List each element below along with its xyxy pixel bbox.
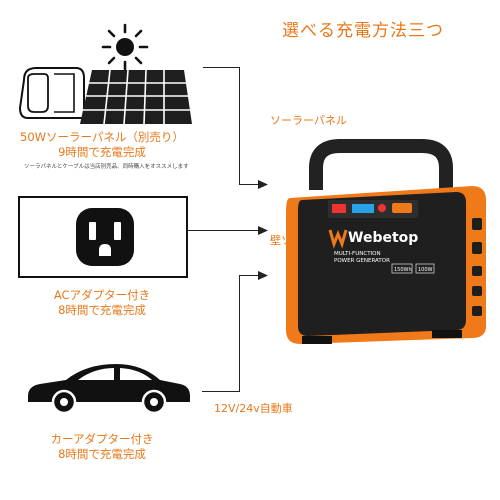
ac-caption-title: ACアダプター付き	[53, 288, 151, 302]
car-arrow-icon	[258, 271, 268, 280]
car-connector-v	[239, 275, 240, 392]
ac-arrow-icon	[258, 226, 268, 235]
solar-panel-icon	[18, 67, 192, 125]
solar-connector-label: ソーラーパネル	[270, 114, 347, 127]
device-spec-capacity: 150Wh	[394, 267, 412, 273]
car-caption-time: 8時間で充電完成	[58, 447, 146, 461]
solar-connector-h2	[239, 184, 259, 185]
solar-connector-h	[203, 67, 240, 68]
page-title: 選べる充電方法三つ	[282, 21, 444, 41]
car-caption-title: カーアダプター付き	[50, 432, 154, 446]
car-connector-h2	[239, 275, 259, 276]
car-connector-label: 12V/24v自動車	[214, 402, 293, 415]
ac-caption-time: 8時間で充電完成	[58, 303, 146, 317]
power-station-icon: Webetop MULTI-FUNCTION POWER GENERATOR 1…	[286, 139, 486, 344]
sun-icon	[101, 23, 149, 71]
device-subtitle-2: POWER GENERATOR	[334, 258, 390, 264]
solar-note: ソーラパネルとケーブルは当店別売品、同時購入をオススメします	[24, 164, 189, 170]
solar-caption-title: 50Wソーラーパネル（別売り）	[20, 130, 184, 144]
car-connector-h	[202, 391, 239, 392]
wall-socket-frame	[18, 196, 188, 278]
wall-socket-icon	[76, 208, 134, 266]
device-subtitle-1: MULTI-FUNCTION	[334, 251, 381, 257]
device-spec-power: 100W	[418, 267, 433, 273]
ac-connector-h	[188, 230, 259, 231]
solar-connector-v	[239, 67, 240, 185]
car-icon	[28, 364, 190, 415]
solar-caption-time: 9時間で充電完成	[58, 145, 146, 159]
device-brand: Webetop	[348, 230, 418, 246]
solar-arrow-icon	[258, 180, 268, 189]
